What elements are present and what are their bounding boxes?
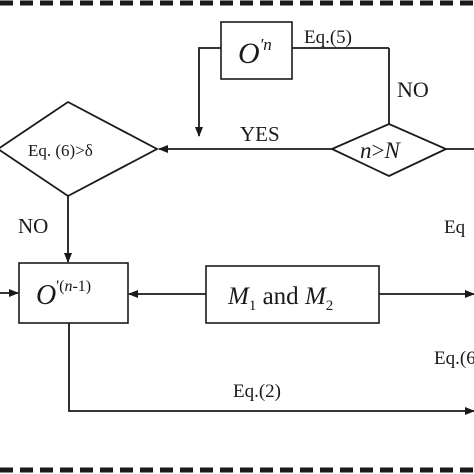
on1-sup-prefix: '( — [56, 278, 64, 295]
on-sup: 'n — [260, 35, 272, 54]
svg-text:M1 and M2: M1 and M2 — [227, 283, 333, 314]
label-eq-right-mid-b: 6 — [466, 348, 474, 369]
svg-text:O'n: O'n — [238, 35, 272, 70]
m1-sub: 1 — [249, 298, 257, 314]
label-no-left: NO — [18, 214, 48, 238]
nN-N: N — [383, 138, 401, 163]
label-eq2: Eq.(2) — [233, 381, 281, 402]
on1-box: O'(n-1) — [18, 262, 129, 324]
label-eq-right-mid: Eq.(6 — [434, 348, 474, 369]
svg-text:n>N: n>N — [360, 138, 401, 163]
eq6-diamond: Eq. (6)>δ — [0, 100, 159, 198]
m2: M — [304, 283, 327, 310]
nN-n: n — [360, 138, 372, 163]
label-eq5: Eq.(5) — [304, 27, 352, 48]
on1-sup-var: n — [64, 278, 72, 295]
edge-on1-eq2 — [68, 323, 474, 415]
edge-on-to-yes-path — [195, 47, 221, 137]
nN-diamond: n>N — [329, 123, 449, 177]
m2-sub: 2 — [326, 298, 334, 314]
svg-text:O'(n-1): O'(n-1) — [36, 278, 91, 311]
on-box: O'n — [220, 21, 293, 80]
label-eq-right-mid-a: Eq.( — [434, 348, 466, 369]
on1-sup-suffix: -1) — [72, 278, 91, 295]
m1: M — [227, 283, 250, 310]
m-box: M1 and M2 — [205, 265, 380, 324]
on-main: O — [238, 37, 260, 70]
label-no-top: NO — [397, 77, 429, 102]
eq6-text: Eq. (6)>δ — [28, 141, 93, 160]
m-and: and — [256, 283, 305, 310]
on1-main: O — [36, 280, 56, 311]
label-eq-right-top: Eq — [444, 217, 466, 238]
label-yes: YES — [240, 122, 280, 146]
nN-gt: > — [372, 138, 385, 163]
